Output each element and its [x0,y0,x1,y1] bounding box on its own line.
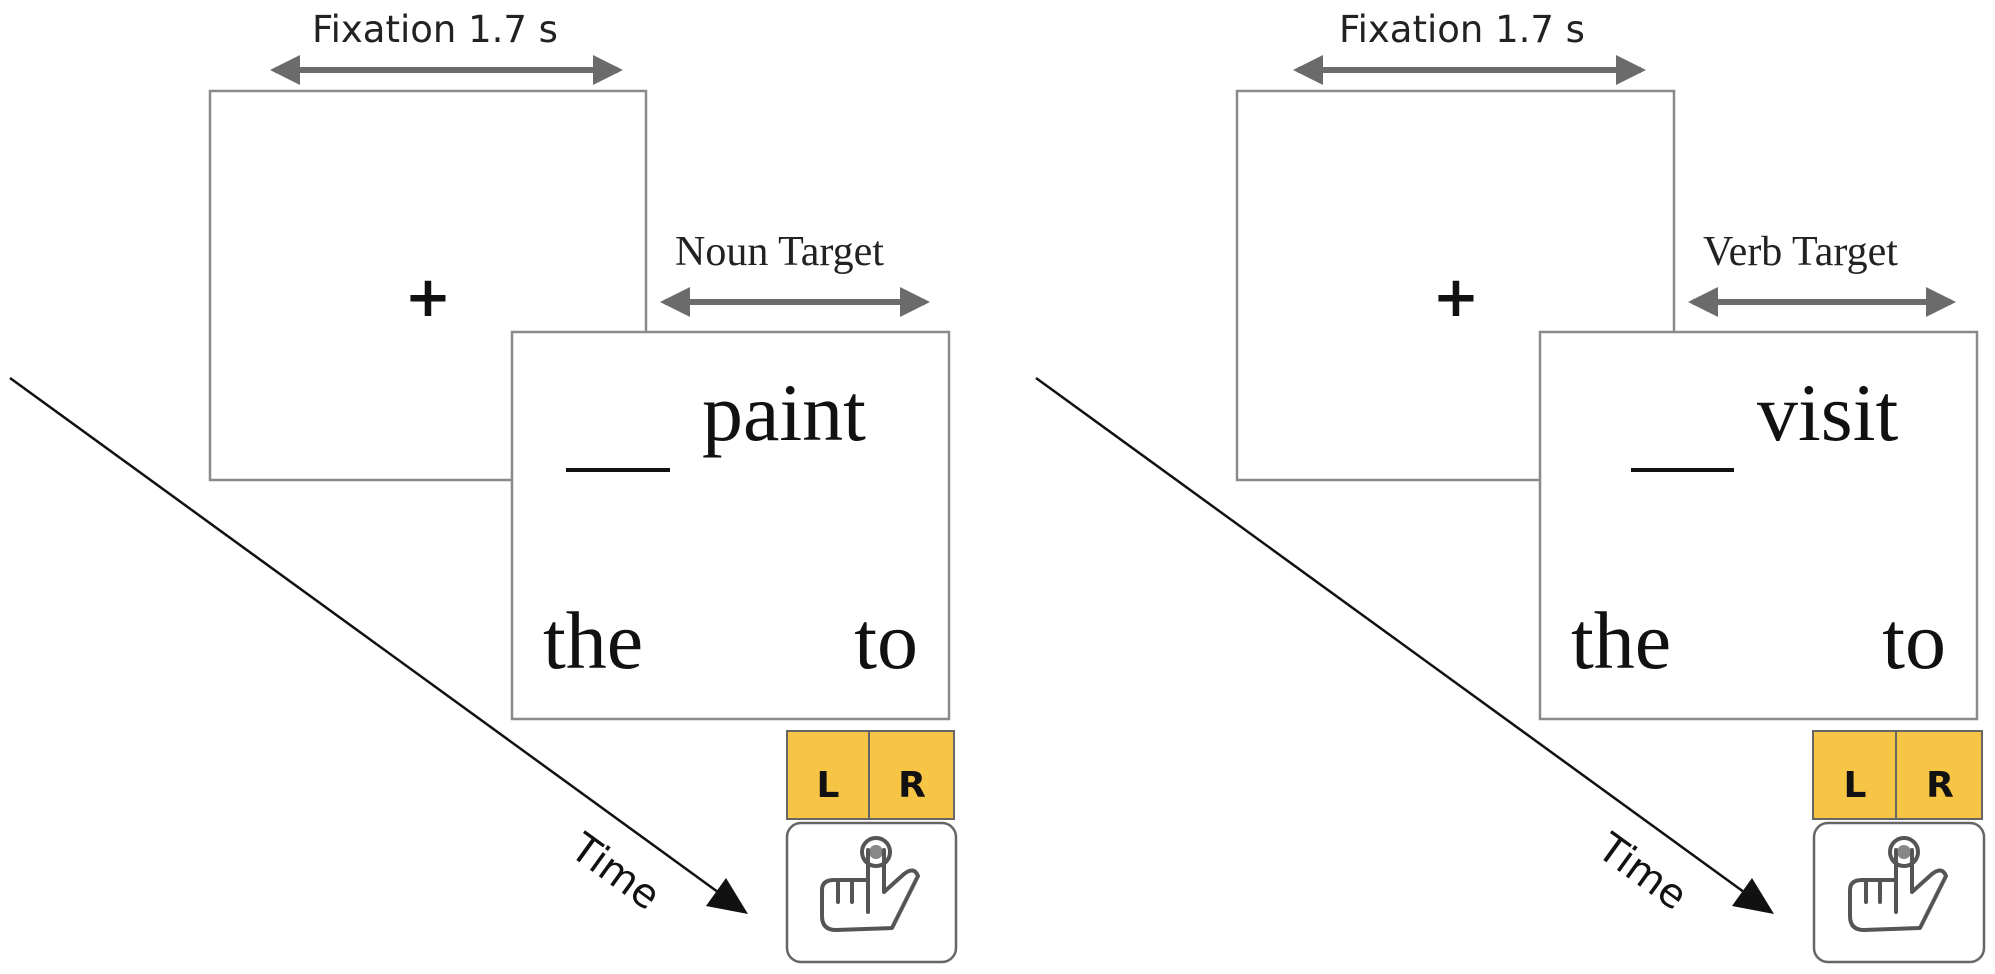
right-key [1895,730,1983,820]
left-key [1812,730,1897,820]
time-label: Time [1588,824,1695,919]
target-label: Noun Target [675,229,884,275]
time-arrow [1035,376,1774,914]
fixation-duration-arrow [270,55,623,85]
hand-pointing-icon [1848,836,1948,932]
response-box [785,821,958,964]
right-key [868,730,955,820]
target-word: paint [702,367,866,458]
left-key-label: L [1844,765,1867,806]
left-key-label: L [817,765,840,806]
left-key [786,730,870,820]
stimulus-screen [510,330,951,721]
response-box [1812,821,1986,964]
right-key-label: R [898,765,926,806]
fixation-label: Fixation 1.7 s [312,8,558,51]
fixation-cross: + [1433,265,1480,330]
hand-pointing-icon [820,836,920,932]
target-label: Verb Target [1703,229,1898,275]
target-word: visit [1757,367,1898,458]
time-label: Time [561,824,668,919]
right-key-label: R [1926,765,1954,806]
left-word: the [1571,595,1671,686]
panel-verb: Fixation 1.7 s + Verb Target visit the t… [1035,8,1986,964]
target-duration-arrow [660,287,930,317]
time-arrow [9,376,748,914]
fixation-duration-arrow [1293,55,1646,85]
fixation-label: Fixation 1.7 s [1339,8,1585,51]
fixation-cross: + [405,265,452,330]
stimulus-screen [1538,330,1979,721]
target-duration-arrow [1688,287,1956,317]
right-word: to [1882,595,1946,686]
panel-noun: Fixation 1.7 s + Noun Target paint the t… [9,8,958,964]
left-word: the [543,595,643,686]
right-word: to [854,595,918,686]
